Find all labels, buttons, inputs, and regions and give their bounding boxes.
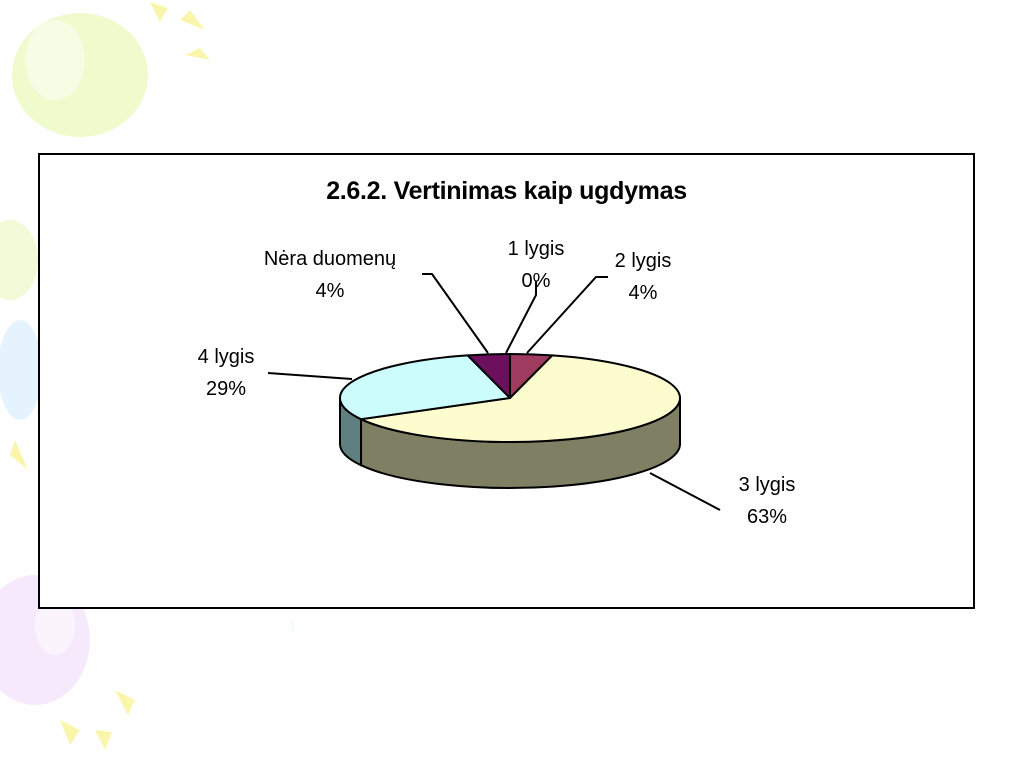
chart-frame: 2.6.2. Vertinimas kaip ugdymas 1 lygis 0%… [38, 153, 975, 609]
slice-name-3-lygis: 3 lygis [739, 474, 796, 496]
leader-line-1-lygis [505, 281, 537, 354]
slice-percent-3-lygis: 63% [747, 506, 787, 528]
slice-name-n-ra-duomen-: Nėra duomenų [264, 248, 396, 270]
slice-label-2-lygis: 2 lygis 4% [526, 250, 672, 354]
slice-name-1-lygis: 1 lygis [508, 238, 565, 260]
chart-title: 2.6.2. Vertinimas kaip ugdymas [326, 177, 687, 205]
slice-label-4-lygis: 4 lygis 29% [198, 346, 353, 400]
slice-percent-2-lygis: 4% [629, 282, 658, 304]
pie-slice-3-lygis [360, 354, 681, 443]
slice-name-2-lygis: 2 lygis [615, 250, 672, 272]
pie-slices [339, 353, 681, 443]
pie-slice-4-lygis [339, 354, 511, 421]
leader-line-3-lygis [649, 472, 721, 511]
slice-percent-n-ra-duomen-: 4% [316, 280, 345, 302]
pie-slice-n-ra-duomen- [466, 353, 511, 399]
slice-label-3-lygis: 3 lygis 63% [649, 472, 796, 528]
leader-line-n-ra-duomen- [422, 273, 489, 354]
pie-chart: 1 lygis 0% 2 lygis 4% 3 lygis 63% 4 lygis 29% Nė… [198, 238, 796, 528]
slice-percent-1-lygis: 0% [522, 270, 551, 292]
leader-line-2-lygis [526, 276, 608, 354]
slice-name-4-lygis: 4 lygis [198, 346, 255, 368]
slice-label-1-lygis: 1 lygis 0% [505, 238, 565, 354]
leader-line-4-lygis [267, 372, 353, 380]
slice-label-n-ra-duomen-: Nėra duomenų 4% [264, 248, 489, 354]
slice-percent-4-lygis: 29% [206, 378, 246, 400]
